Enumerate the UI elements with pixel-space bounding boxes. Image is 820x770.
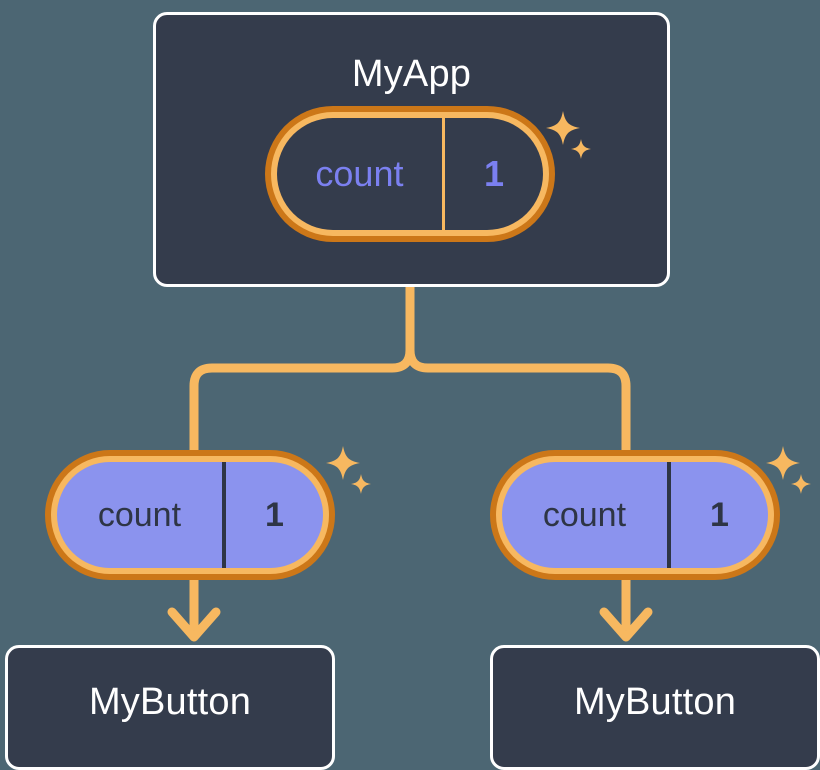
state-pill-value: 1 [666,462,768,568]
sparkle-left-small-icon [351,474,371,494]
state-pill-mybutton-right[interactable]: count 1 [490,450,780,580]
state-pill-core: count 1 [502,462,768,568]
component-title-mybutton-left: MyButton [88,681,252,723]
state-pill-mybutton-left[interactable]: count 1 [45,450,335,580]
state-pill-value: 1 [441,118,543,230]
component-title-mybutton-right: MyButton [573,681,737,723]
arrow-head-right [599,607,653,642]
sparkle-right-small-icon [791,474,811,494]
component-box-mybutton-right[interactable]: MyButton [490,645,820,770]
state-pill-key: count [97,495,182,534]
state-pill-core: count 1 [57,462,323,568]
state-pill-ring-inner: count 1 [271,112,549,236]
state-pill-ring-inner: count 1 [51,456,329,574]
sparkle-right-large-icon [766,446,800,480]
component-title-myapp: MyApp [351,53,472,95]
arrow-head-left [167,607,221,642]
state-pill-myapp[interactable]: count 1 [265,106,555,242]
state-pill-ring-inner: count 1 [496,456,774,574]
state-pill-value: 1 [221,462,323,568]
state-pill-core: count 1 [277,118,543,230]
state-pill-key: count [315,153,404,194]
connector-tree-path [189,282,415,467]
state-pill-key: count [542,495,627,534]
connector-tree-path-right [405,282,631,467]
sparkle-left-large-icon [326,446,360,480]
component-box-mybutton-left[interactable]: MyButton [5,645,335,770]
